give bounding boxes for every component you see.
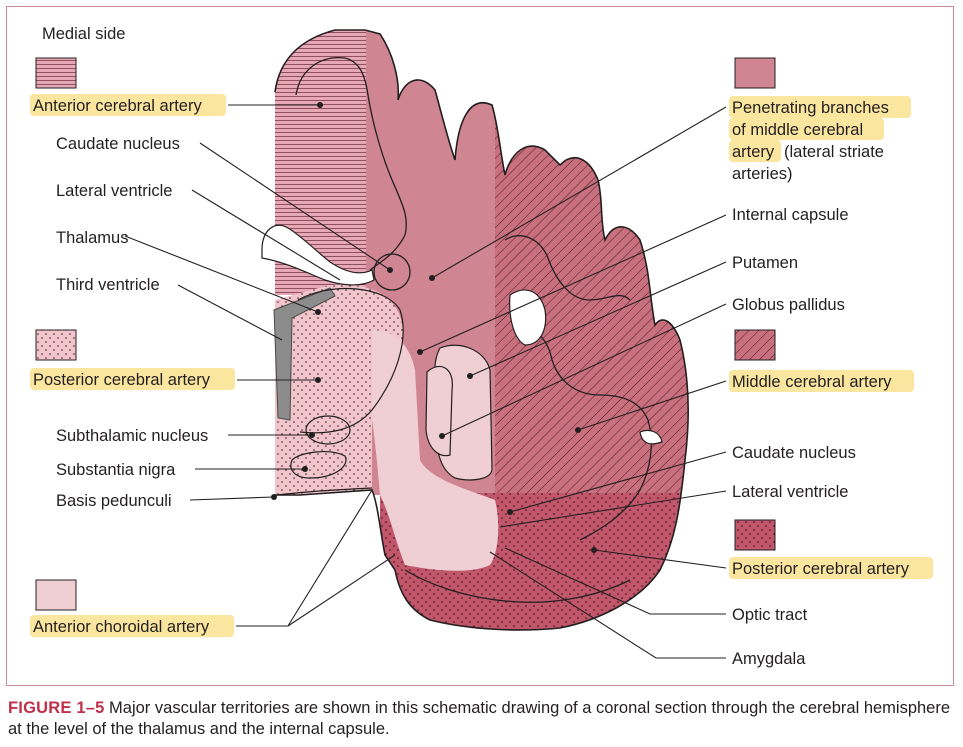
highlight-penetrating-2 xyxy=(729,118,884,140)
figure-caption: FIGURE 1–5 Major vascular territories ar… xyxy=(8,698,953,740)
label-lateral-ventricle-right: Lateral ventricle xyxy=(732,483,848,501)
caption-text: Major vascular territories are shown in … xyxy=(8,699,951,738)
highlight-penetrating-3 xyxy=(729,140,781,162)
basis-pedunculi-outline xyxy=(277,487,373,496)
highlight-penetrating-1 xyxy=(729,96,911,118)
highlight-anterior-choroidal xyxy=(30,615,234,637)
caudate-nucleus-shape xyxy=(373,253,411,291)
subthalamic-nucleus-shape xyxy=(305,415,351,445)
thalamus-outline xyxy=(297,287,404,434)
lateral-ventricle-shape xyxy=(261,224,375,286)
label-third-ventricle: Third ventricle xyxy=(56,276,160,294)
brain-outline xyxy=(274,29,690,631)
label-thalamus: Thalamus xyxy=(56,229,128,247)
swatch-middle-cerebral xyxy=(734,329,776,361)
figure-frame xyxy=(6,6,954,686)
substantia-nigra-shape xyxy=(290,451,347,479)
label-amygdala: Amygdala xyxy=(732,650,806,668)
label-caudate-nucleus-right: Caudate nucleus xyxy=(732,444,856,462)
swatch-posterior-cerebral-left xyxy=(35,329,77,361)
highlight-middle-cerebral xyxy=(729,370,914,392)
leader-dots xyxy=(271,102,597,553)
label-penetrating-1: Penetrating branches xyxy=(732,99,889,117)
label-penetrating-2: of middle cerebral xyxy=(732,121,863,139)
highlight-posterior-cerebral-left xyxy=(30,368,235,390)
brain-section xyxy=(275,30,689,630)
label-lateral-ventricle-left: Lateral ventricle xyxy=(56,182,172,200)
label-penetrating-3b: (lateral striate xyxy=(784,143,884,161)
leader-lines xyxy=(124,104,727,659)
sulcus-notch xyxy=(639,429,663,445)
anterior-choroidal-territory xyxy=(372,330,499,571)
label-medial-side: Medial side xyxy=(42,25,125,43)
swatch-anterior-choroidal xyxy=(35,579,77,611)
swatch-posterior-cerebral-right xyxy=(734,519,776,551)
coronal-section-diagram: Medial side Anterior cerebral artery Cau… xyxy=(30,25,933,668)
label-posterior-cerebral-artery-right: Posterior cerebral artery xyxy=(732,560,910,578)
label-optic-tract: Optic tract xyxy=(732,606,808,624)
label-globus-pallidus: Globus pallidus xyxy=(732,296,845,314)
label-penetrating-4: arteries) xyxy=(732,165,793,183)
swatch-penetrating-branches xyxy=(734,57,776,89)
label-putamen: Putamen xyxy=(732,254,798,272)
swatch-anterior-cerebral xyxy=(35,57,77,89)
label-posterior-cerebral-artery-left: Posterior cerebral artery xyxy=(33,371,211,389)
label-subthalamic-nucleus: Subthalamic nucleus xyxy=(56,427,208,445)
label-middle-cerebral-artery: Middle cerebral artery xyxy=(732,373,892,391)
third-ventricle-shape xyxy=(273,287,336,421)
label-anterior-choroidal-artery: Anterior choroidal artery xyxy=(33,618,210,636)
highlight-posterior-cerebral-right xyxy=(729,557,933,579)
figure-number: FIGURE 1–5 xyxy=(8,699,105,717)
label-penetrating-3a: artery xyxy=(732,143,775,161)
highlight-anterior-cerebral xyxy=(30,94,226,116)
label-internal-capsule: Internal capsule xyxy=(732,206,849,224)
label-substantia-nigra: Substantia nigra xyxy=(56,461,176,479)
label-anterior-cerebral-artery: Anterior cerebral artery xyxy=(33,97,202,115)
lateral-sulcus-notch xyxy=(509,289,547,346)
globus-pallidus-inner xyxy=(425,366,453,457)
label-basis-pedunculi: Basis pedunculi xyxy=(56,492,172,510)
pca-medial-territory xyxy=(275,284,404,495)
label-caudate-nucleus-left: Caudate nucleus xyxy=(56,135,180,153)
